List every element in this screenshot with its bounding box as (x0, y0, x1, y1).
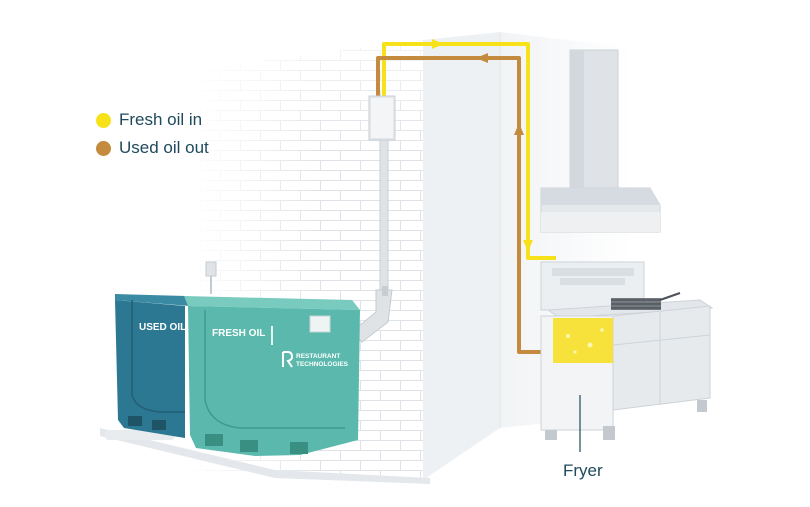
used-oil-tank-label: USED OIL (139, 322, 186, 333)
legend-item-fresh-oil: Fresh oil in (96, 106, 209, 134)
brand-logo-icon (282, 351, 294, 368)
legend: Fresh oil in Used oil out (96, 106, 209, 162)
drain-pipe (351, 139, 393, 343)
fresh-oil-tank-label: FRESH OIL (212, 328, 265, 339)
used-oil-pipe (376, 53, 552, 354)
fryer-label: Fryer (563, 461, 603, 480)
used-oil-dot-icon (96, 140, 111, 156)
legend-label: Used oil out (119, 138, 209, 157)
fresh-oil-pipe (382, 39, 556, 260)
brand-name-line2: TECHNOLOGIES (296, 361, 349, 368)
brand-name-line1: RESTAURANT (296, 353, 340, 360)
legend-item-used-oil: Used oil out (96, 134, 209, 162)
wall-outlet (205, 261, 217, 294)
legend-label: Fresh oil in (119, 110, 203, 129)
used-oil-tank: USED OIL (115, 294, 190, 438)
fresh-oil-dot-icon (96, 112, 111, 128)
exhaust-hood (540, 49, 661, 233)
fryer-unit (540, 261, 714, 452)
fresh-oil-tank: FRESH OIL RESTAURANT TECHNOLOGIES (184, 296, 360, 456)
junction-box (368, 95, 396, 141)
